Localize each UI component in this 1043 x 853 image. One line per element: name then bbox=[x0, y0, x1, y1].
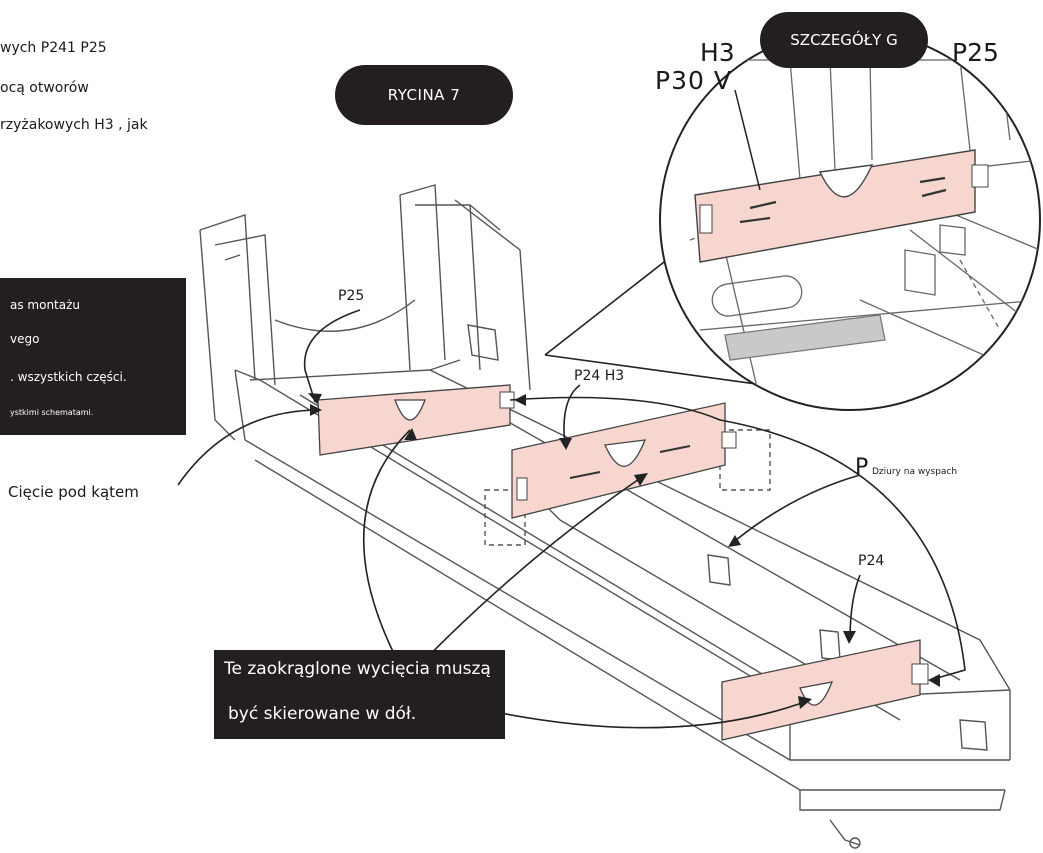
note-box: as montażu vego . wszystkich części. yst… bbox=[0, 278, 186, 435]
note-line-4: ystkimi schematami. bbox=[10, 408, 94, 417]
intro-line-3: rzyżakowych H3 , jak bbox=[0, 117, 148, 133]
warning-box: Te zaokrąglone wycięcia muszą być skiero… bbox=[214, 650, 505, 739]
callout-p25: P25 bbox=[338, 288, 365, 304]
intro-line-2: ocą otworów bbox=[0, 80, 89, 96]
leader-lines bbox=[177, 229, 966, 729]
callout-p24: P24 bbox=[858, 553, 885, 569]
detail-label-p30v: P30 V bbox=[655, 66, 732, 95]
detail-label-h3: H3 bbox=[700, 38, 735, 67]
detail-badge: SZCZEGÓŁY G bbox=[760, 12, 928, 68]
figure-badge: RYCINA 7 bbox=[335, 65, 513, 125]
arrow-heads bbox=[308, 393, 940, 709]
note-line-2: vego bbox=[10, 332, 40, 346]
callout-holes: Dziury na wyspach bbox=[872, 467, 958, 477]
callout-holes-letter: P bbox=[855, 455, 869, 480]
callout-p24-h3: P24 H3 bbox=[574, 368, 625, 384]
warning-line-2: być skierowane w dół. bbox=[228, 704, 417, 724]
detail-label-p25: P25 bbox=[952, 38, 999, 67]
note-line-1: as montażu bbox=[10, 298, 81, 312]
intro-line-1: wych P241 P25 bbox=[0, 40, 107, 56]
warning-line-1: Te zaokrąglone wycięcia muszą bbox=[224, 659, 491, 679]
detail-circle bbox=[659, 29, 1041, 411]
callout-angle-cut: Cięcie pod kątem bbox=[8, 483, 139, 501]
panel-p25 bbox=[317, 384, 515, 456]
note-line-3: . wszystkich części. bbox=[10, 370, 127, 384]
panel-p24 bbox=[721, 639, 929, 741]
panel-p24-h3 bbox=[511, 402, 737, 519]
